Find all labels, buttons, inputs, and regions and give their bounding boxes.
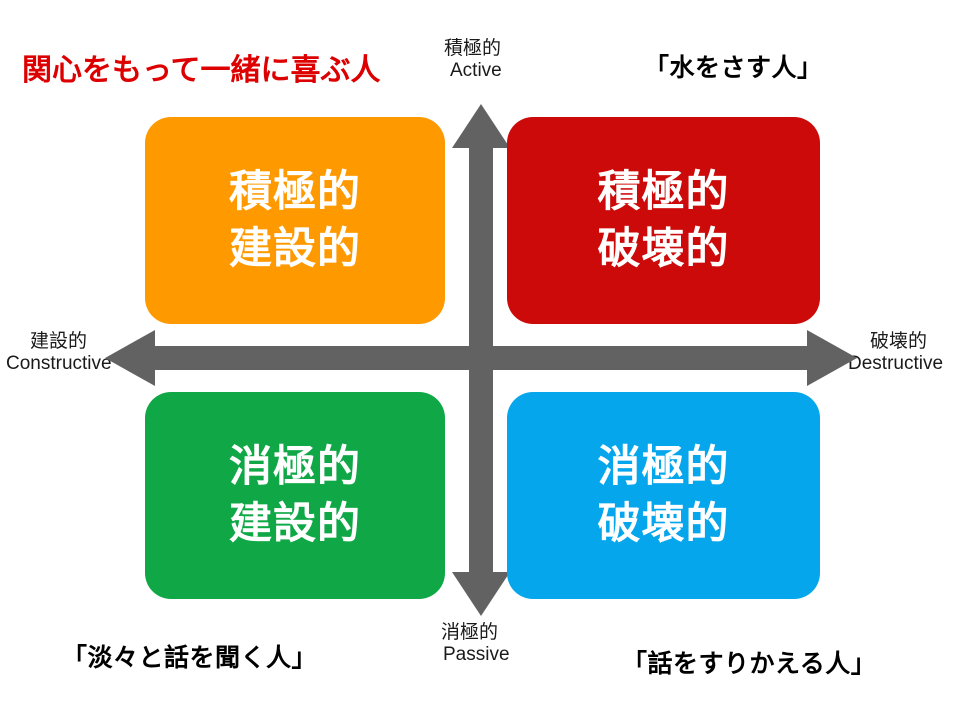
quadrant-passive-destructive[interactable]: 消極的 破壊的 [507, 392, 820, 599]
quadrant-line1: 消極的 [597, 442, 730, 491]
axis-arrow-horizontal [105, 330, 857, 386]
quadrant-active-destructive[interactable]: 積極的 破壊的 [507, 117, 820, 324]
quadrant-passive-constructive[interactable]: 消極的 建設的 [145, 392, 445, 599]
axis-label-left-jp: 建設的 [30, 331, 88, 352]
quadrant-line2: 建設的 [229, 499, 361, 548]
axis-label-right-en: Destructive [848, 353, 944, 375]
axis-arrow-vertical [452, 104, 510, 616]
annotation-bottom-left: 「淡々と話を聞く人」 [62, 644, 318, 672]
quadrant-line2: 建設的 [229, 224, 361, 273]
annotation-top-right: 「水をさす人」 [644, 54, 823, 82]
axis-label-bottom-en: Passive [443, 644, 510, 666]
axis-label-top: 積極的 Active [444, 38, 502, 82]
annotation-top-left-title: 関心をもって一緒に喜ぶ人 [22, 54, 381, 87]
axis-label-right: 破壊的 Destructive [848, 331, 943, 375]
axis-label-bottom: 消極的 Passive [441, 622, 510, 666]
quadrant-active-constructive[interactable]: 積極的 建設的 [145, 117, 445, 324]
quadrant-line1: 積極的 [597, 167, 730, 216]
quadrant-line1: 消極的 [229, 442, 361, 491]
axis-label-left: 建設的 Constructive [6, 331, 112, 375]
axis-label-left-en: Constructive [6, 353, 112, 375]
quadrant-line2: 破壊的 [597, 499, 730, 548]
axis-label-top-en: Active [450, 60, 502, 82]
quadrant-line1: 積極的 [229, 167, 361, 216]
quadrant-line2: 破壊的 [597, 224, 730, 273]
axis-label-top-jp: 積極的 [444, 38, 502, 59]
axis-label-bottom-jp: 消極的 [441, 622, 499, 643]
axis-label-right-jp: 破壊的 [870, 331, 928, 352]
annotation-bottom-right: 「話をすりかえる人」 [622, 650, 877, 678]
